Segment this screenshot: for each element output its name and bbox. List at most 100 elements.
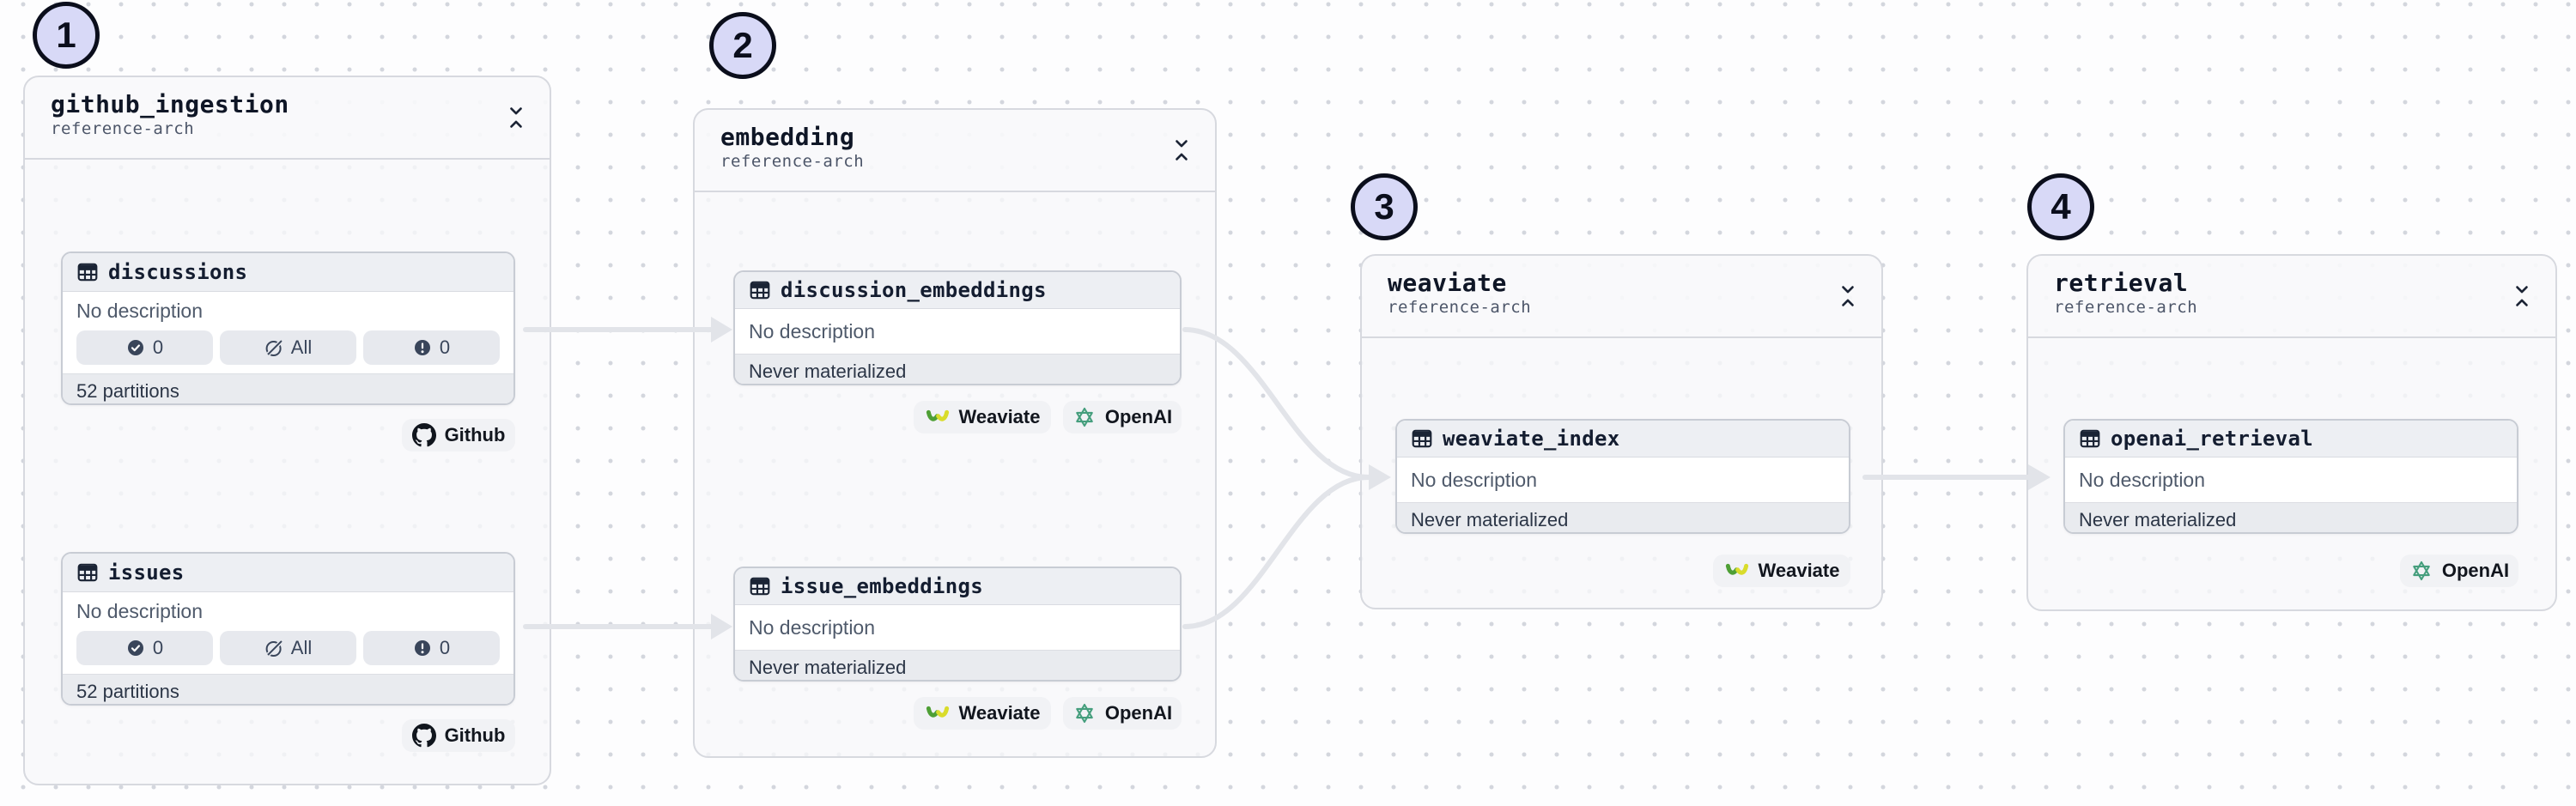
asset-node-discussion-embeddings[interactable]: discussion_embeddings No description Nev… [733,270,1182,385]
materialization-status: Never materialized [735,650,1180,680]
asset-description: No description [76,299,204,322]
collapse-group-button[interactable] [503,101,531,134]
group-title: retrieval [2054,269,2189,297]
kind-tag-weaviate[interactable]: Weaviate [1713,555,1850,587]
collapse-group-button[interactable] [2509,280,2537,312]
asset-node-issues[interactable]: issues No description 0 All 0 52 partiti… [61,552,515,706]
materialization-status: Never materialized [2065,502,2517,532]
partition-status-row: 0 All 0 [76,631,500,665]
github-icon [412,724,436,748]
openai-icon [1072,405,1097,429]
kind-tag-label: Github [444,424,506,445]
collapse-group-button[interactable] [1169,134,1196,167]
group-subtitle: reference-arch [2054,298,2198,317]
kind-tag-label: OpenAI [2441,560,2510,581]
table-icon [2079,427,2101,450]
asset-node-header: weaviate_index [1397,421,1849,458]
slash-circle-icon [264,338,283,357]
kind-tag-openai[interactable]: OpenAI [1063,401,1182,433]
group-header[interactable]: embedding reference-arch [695,110,1215,192]
asset-name: discussions [108,260,248,284]
openai-icon [2409,559,2433,583]
partitions-unpartitioned-count: All [290,336,313,358]
asset-node-header: issue_embeddings [735,568,1180,605]
partition-status-row: 0 All 0 [76,330,500,365]
asset-name: weaviate_index [1443,427,1620,451]
asset-node-issue-embeddings[interactable]: issue_embeddings No description Never ma… [733,567,1182,682]
asset-node-weaviate-index[interactable]: weaviate_index No description Never mate… [1395,419,1850,534]
asset-description: No description [2079,468,2206,491]
kind-tag-label: Weaviate [958,406,1041,427]
alert-circle-icon [413,639,432,658]
group-subtitle: reference-arch [720,152,865,171]
materialization-status: Never materialized [735,354,1180,384]
partitions-materialized-badge[interactable]: 0 [76,330,213,365]
group-title: weaviate [1388,269,1507,297]
check-circle-icon [126,639,145,658]
table-icon [1411,427,1433,450]
partitions-summary: 52 partitions [63,674,513,704]
github-icon [412,423,436,447]
table-icon [76,261,99,283]
slash-circle-icon [264,639,283,658]
weaviate-icon [925,404,951,430]
step-badge-2: 2 [709,12,776,79]
collapse-icon [507,105,526,130]
partitions-failed-badge[interactable]: 0 [363,631,500,665]
materialization-status: Never materialized [1397,502,1849,532]
asset-node-body: No description 0 All 0 [63,592,513,674]
kind-tag-openai[interactable]: OpenAI [2400,555,2518,587]
asset-node-body: No description 0 All 0 [63,292,513,373]
table-icon [749,279,771,301]
collapse-icon [1172,137,1191,163]
kind-tag-weaviate[interactable]: Weaviate [914,697,1051,730]
collapse-icon [1838,283,1857,309]
weaviate-icon [1724,558,1750,584]
collapse-icon [2512,283,2531,309]
group-subtitle: reference-arch [1388,298,1532,317]
partitions-failed-count: 0 [439,637,451,658]
partitions-unpartitioned-count: All [290,637,313,658]
partitions-materialized-count: 0 [152,336,164,358]
step-badge-3: 3 [1351,173,1418,240]
alert-circle-icon [413,338,432,357]
collapse-group-button[interactable] [1835,280,1862,312]
partitions-failed-count: 0 [439,336,451,358]
partitions-unpartitioned-badge[interactable]: All [220,631,356,665]
kind-tag-github[interactable]: Github [402,719,515,752]
asset-node-openai-retrieval[interactable]: openai_retrieval No description Never ma… [2063,419,2518,534]
asset-description: No description [1411,468,1538,491]
group-header[interactable]: github_ingestion reference-arch [25,77,550,160]
partitions-failed-badge[interactable]: 0 [363,330,500,365]
group-title: embedding [720,123,855,151]
asset-node-header: issues [63,554,513,592]
kind-tag-openai[interactable]: OpenAI [1063,697,1182,730]
asset-name: discussion_embeddings [781,278,1047,302]
kind-tag-label: Github [444,724,506,746]
kind-tag-weaviate[interactable]: Weaviate [914,401,1051,433]
group-subtitle: reference-arch [51,119,195,138]
kind-tag-label: Weaviate [958,702,1041,724]
weaviate-icon [925,700,951,726]
partitions-unpartitioned-badge[interactable]: All [220,330,356,365]
step-badge-1: 1 [33,2,100,69]
asset-node-discussions[interactable]: discussions No description 0 All 0 52 pa… [61,251,515,405]
asset-description: No description [749,615,876,639]
partitions-materialized-badge[interactable]: 0 [76,631,213,665]
group-header[interactable]: weaviate reference-arch [1362,256,1881,338]
group-title: github_ingestion [51,90,289,118]
kind-tag-github[interactable]: Github [402,419,515,451]
asset-description: No description [76,599,204,622]
table-icon [76,561,99,584]
step-badge-4: 4 [2027,173,2094,240]
kind-tag-label: Weaviate [1758,560,1840,581]
openai-icon [1072,701,1097,725]
kind-tag-label: OpenAI [1104,406,1173,427]
asset-name: issue_embeddings [781,574,983,598]
partitions-summary: 52 partitions [63,373,513,403]
group-header[interactable]: retrieval reference-arch [2028,256,2555,338]
asset-name: issues [108,561,185,585]
asset-node-header: discussion_embeddings [735,272,1180,309]
kind-tag-label: OpenAI [1104,702,1173,724]
